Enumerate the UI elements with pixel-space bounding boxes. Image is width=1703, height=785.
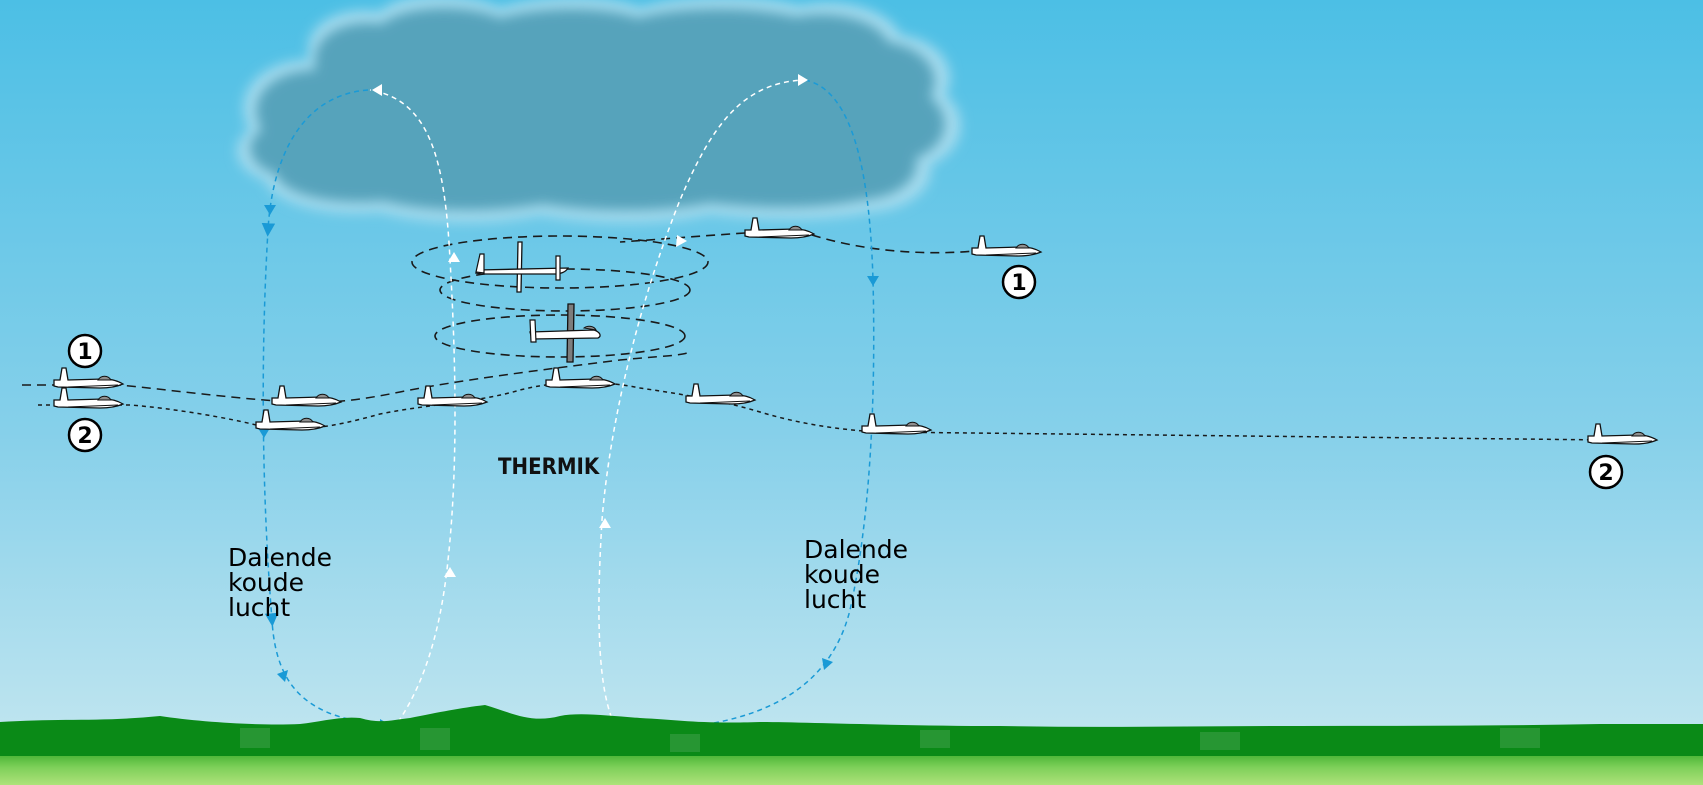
- updraft-left-arrowhead-3: [444, 567, 456, 577]
- svg-text:2: 2: [1598, 461, 1613, 486]
- flight-path-1: [22, 351, 691, 404]
- descent-left-line-2: koude: [228, 568, 304, 597]
- badge-right-2: 2: [1588, 454, 1624, 490]
- downdraft-right-arrowhead-1: [867, 276, 879, 286]
- downdraft-left-arrowhead-3: [277, 670, 288, 682]
- descent-left-line-3: lucht: [228, 593, 290, 622]
- descent-right-line-1: Dalende: [804, 535, 908, 564]
- descent-right-line-3: lucht: [804, 585, 866, 614]
- thermik-label: THERMIK: [498, 455, 600, 480]
- downdraft-left-arrowhead-1: [264, 205, 276, 215]
- badge-left-2: 2: [67, 417, 103, 453]
- badge-cloud-1: 1: [1001, 264, 1037, 300]
- grass: [0, 756, 1703, 785]
- downdraft-right-arrowhead-2: [822, 658, 833, 670]
- updraft-right-arrowhead-2: [676, 235, 687, 247]
- svg-text:2: 2: [77, 424, 92, 449]
- cumulus-cloud: [237, 0, 961, 223]
- updraft-right-arrowhead-3: [599, 518, 611, 528]
- svg-text:1: 1: [77, 340, 92, 365]
- svg-text:1: 1: [1011, 271, 1026, 296]
- updraft-left-arrowhead-2: [448, 252, 460, 262]
- descent-right-line-2: koude: [804, 560, 880, 589]
- downdraft-left-arrow: [261, 89, 391, 726]
- updraft-left-arrowhead-1: [372, 84, 382, 96]
- downdraft-left-arrowhead-2: [258, 428, 270, 438]
- thermal-spiral: [411, 232, 976, 358]
- updraft-right-arrow: [598, 79, 806, 727]
- descent-left-line-1: Dalende: [228, 543, 332, 572]
- flight-path-2: [38, 381, 1611, 441]
- badge-left-1: 1: [67, 333, 103, 369]
- updraft-right-arrowhead-1: [798, 74, 808, 86]
- hill-shadows: [240, 728, 1540, 752]
